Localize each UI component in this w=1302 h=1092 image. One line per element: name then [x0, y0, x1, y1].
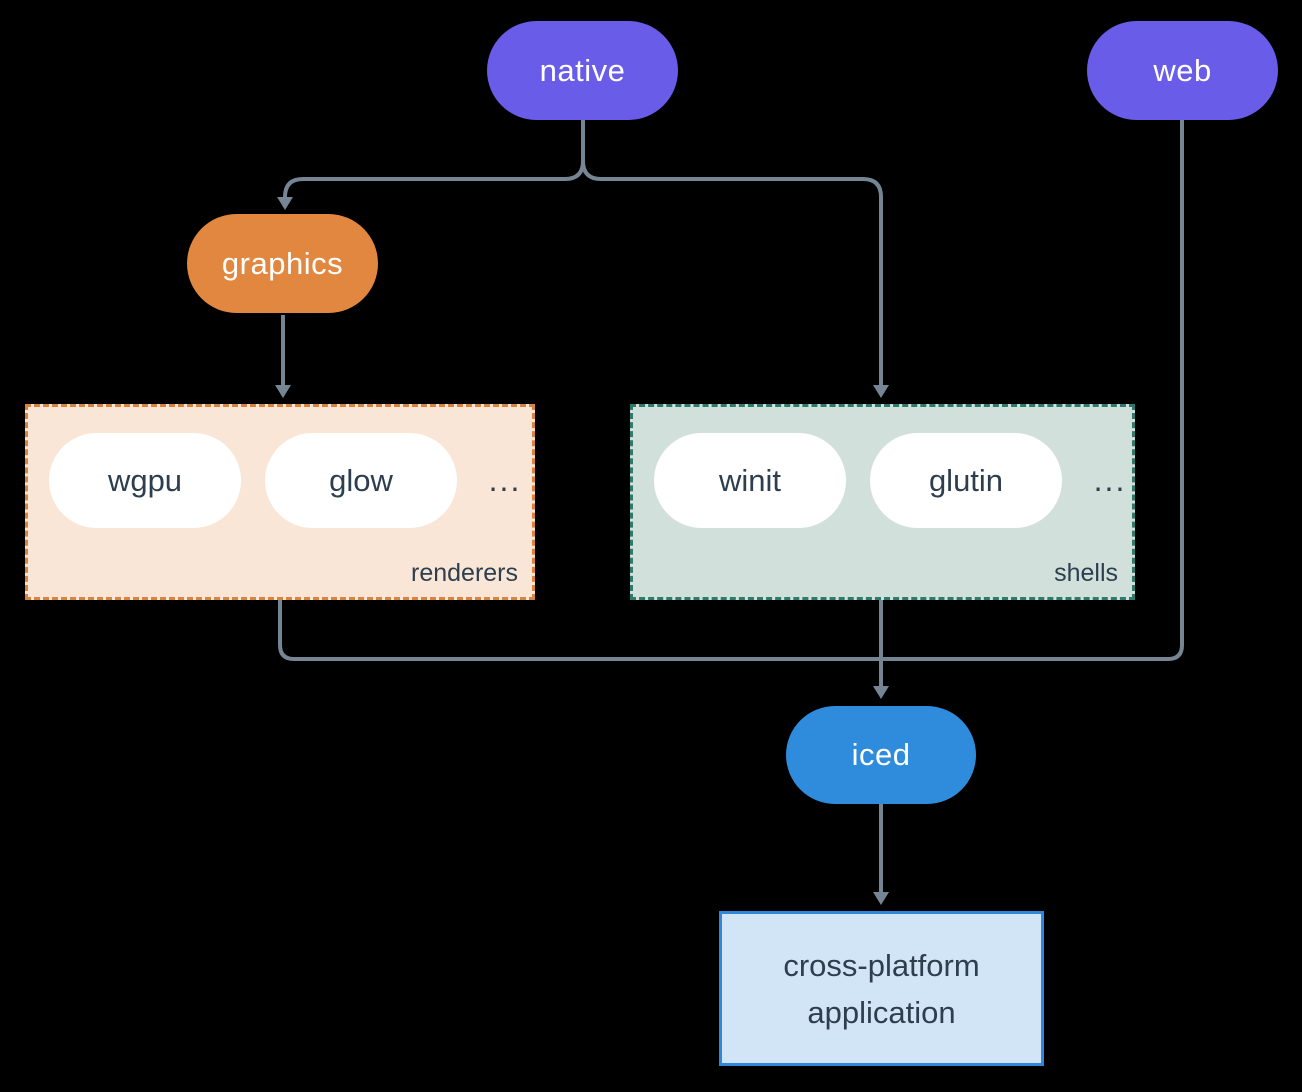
- edge-renderers-to-merge: [278, 600, 881, 661]
- pill-winit: winit: [654, 433, 846, 528]
- node-graphics-label: graphics: [221, 245, 344, 281]
- edge-web-to-merge: [881, 120, 1184, 661]
- pill-wgpu: wgpu: [49, 433, 241, 528]
- arrowhead-renderers: [275, 385, 291, 398]
- node-native: native: [487, 21, 678, 120]
- node-application-line1: cross-platform: [783, 947, 980, 983]
- pill-glutin-label: glutin: [928, 462, 1004, 498]
- arrowhead-graphics: [277, 197, 293, 210]
- pill-glow: glow: [265, 433, 457, 528]
- node-iced-label: iced: [851, 737, 911, 772]
- pill-wgpu-label: wgpu: [107, 462, 183, 498]
- node-iced: iced: [786, 706, 976, 804]
- pill-glow-label: glow: [329, 462, 393, 498]
- group-renderers-label: renderers: [411, 559, 518, 587]
- node-web: web: [1087, 21, 1278, 120]
- pill-glutin: glutin: [870, 433, 1062, 528]
- edge-native-to-graphics: [283, 160, 585, 198]
- node-web-label: web: [1153, 52, 1212, 88]
- shells-ellipsis: ...: [1093, 462, 1127, 498]
- node-native-label: native: [539, 52, 626, 88]
- group-renderers: wgpu glow ... renderers: [25, 404, 535, 600]
- renderers-ellipsis: ...: [488, 462, 522, 498]
- arrowhead-application: [873, 892, 889, 905]
- group-shells-label: shells: [1054, 559, 1118, 587]
- pill-winit-label: winit: [718, 462, 781, 498]
- node-graphics: graphics: [187, 214, 378, 313]
- group-shells: winit glutin ... shells: [630, 404, 1135, 600]
- node-application-line2: application: [807, 994, 956, 1030]
- node-application: cross-platform application: [719, 911, 1044, 1066]
- arrowhead-shells: [873, 385, 889, 398]
- arrowhead-iced: [873, 686, 889, 699]
- edge-native-to-shells: [581, 160, 883, 385]
